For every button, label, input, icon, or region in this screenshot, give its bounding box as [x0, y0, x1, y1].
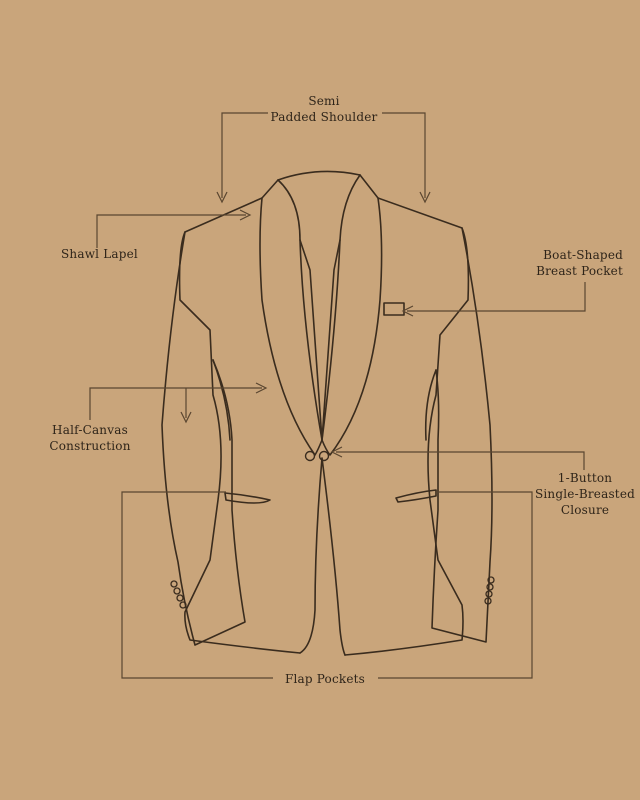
label-canvas-line2: Construction	[49, 439, 131, 453]
label-pocket-line2: Breast Pocket	[536, 264, 623, 278]
collar	[277, 170, 361, 181]
leader-canvas	[89, 387, 262, 420]
leader-pocket	[407, 282, 586, 312]
front-button	[304, 450, 330, 462]
label-pocket-line1: Boat-Shaped	[543, 248, 623, 262]
leader-lines	[89, 112, 586, 679]
side-dart-left	[212, 359, 231, 441]
leader-shoulder	[221, 112, 426, 198]
label-shoulder-line2: Padded Shoulder	[270, 110, 378, 124]
sleeve-buttons-right	[484, 576, 495, 605]
front-opening	[299, 457, 346, 656]
leader-lapel	[96, 214, 246, 248]
breast-pocket	[383, 302, 405, 316]
flap-pocket-right	[395, 489, 437, 503]
sleeve-buttons-left	[170, 580, 187, 609]
arrow-shoulder-left	[216, 191, 228, 204]
label-canvas-line1: Half-Canvas	[52, 423, 128, 437]
label-half-canvas-construction: Half-Canvas Construction	[40, 422, 140, 454]
arrow-closure	[330, 446, 343, 458]
label-closure-line1: 1-Button	[557, 471, 613, 485]
label-closure-line2: Single-Breasted	[534, 487, 636, 501]
side-dart-right	[424, 369, 437, 441]
leader-flap	[121, 491, 533, 679]
inner-neckline	[299, 239, 341, 441]
label-closure-line3: Closure	[560, 503, 610, 517]
label-flap-line1: Flap Pockets	[284, 672, 366, 686]
sleeve-left	[161, 231, 246, 646]
arrow-canvas-right	[255, 382, 268, 394]
arrow-pocket	[401, 305, 414, 317]
arrow-lapel	[239, 209, 252, 221]
jacket-outline	[161, 170, 493, 656]
arrow-shoulder-right	[419, 191, 431, 204]
sleeve-right	[431, 227, 493, 643]
jacket-body-right	[344, 174, 470, 656]
label-boat-shaped-breast-pocket: Boat-Shaped Breast Pocket	[510, 247, 623, 279]
label-lapel-line1: Shawl Lapel	[61, 247, 138, 261]
label-shawl-lapel: Shawl Lapel	[61, 246, 138, 262]
label-flap-pockets: Flap Pockets	[272, 671, 378, 687]
label-single-breasted-closure: 1-Button Single-Breasted Closure	[532, 470, 638, 518]
flap-pocket-left	[224, 492, 271, 504]
leader-closure	[336, 451, 585, 470]
label-shoulder-line1: Semi	[308, 94, 340, 108]
arrow-canvas-down	[180, 411, 192, 424]
label-semi-padded-shoulder: Semi Padded Shoulder	[264, 93, 384, 125]
